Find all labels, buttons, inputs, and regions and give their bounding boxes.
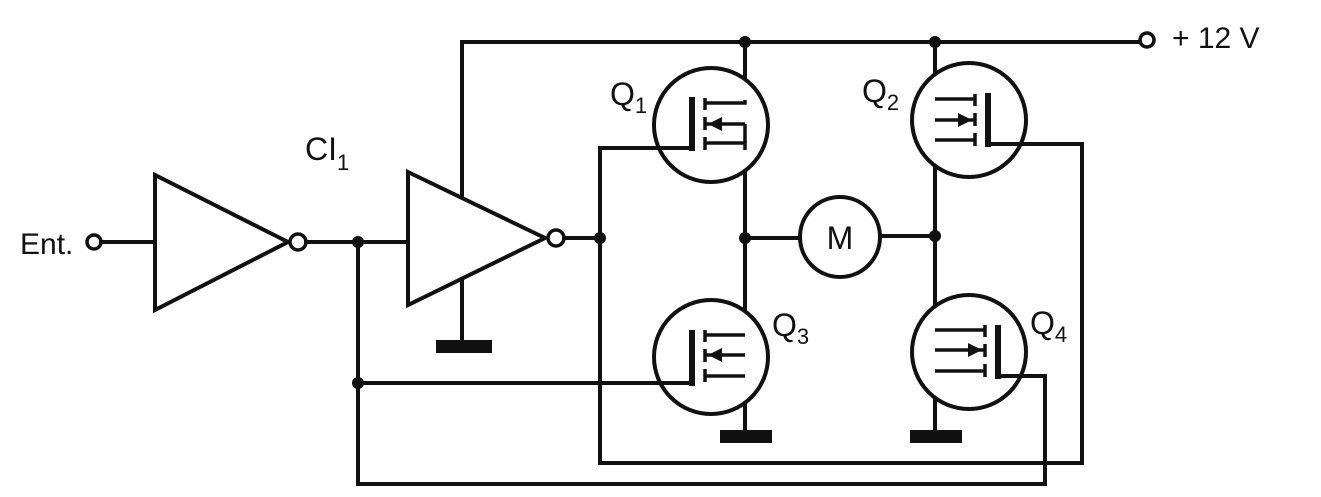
input-terminal[interactable] xyxy=(85,233,103,251)
ic-label: CI1 xyxy=(305,131,349,175)
q2-arrow xyxy=(958,113,972,127)
transistor-q2: Q2 xyxy=(862,61,1028,179)
input-label: Ent. xyxy=(20,228,73,261)
transistor-q3: Q3 xyxy=(652,298,809,416)
input-stage: Ent. xyxy=(20,228,157,261)
q3-label: Q3 xyxy=(772,307,809,349)
inverter-2-ground xyxy=(436,340,492,353)
q4-arrow xyxy=(968,343,982,357)
q4-label: Q4 xyxy=(1030,305,1067,347)
q3-body xyxy=(652,298,770,416)
transistor-q4: Q4 xyxy=(910,293,1067,411)
supply-terminal[interactable] xyxy=(1138,31,1156,49)
q2-gate-wire xyxy=(598,142,1084,465)
inverter-2 xyxy=(406,40,566,353)
supply-rail: + 12 V xyxy=(460,22,1260,55)
q2-label: Q2 xyxy=(862,73,899,115)
q1-gate-wire xyxy=(598,146,694,465)
q4-gate-wire xyxy=(356,240,1047,486)
inverter-1-bubble xyxy=(288,232,308,252)
motor: M xyxy=(743,195,937,279)
ground-q3 xyxy=(720,430,772,443)
q1-drain xyxy=(705,100,747,105)
transistor-q1: Q1 xyxy=(610,66,770,184)
inverter-1-triangle xyxy=(153,171,293,314)
inverter-2-bubble xyxy=(546,228,566,248)
motor-label: M xyxy=(827,220,854,256)
motor-circle xyxy=(798,195,882,279)
q3-arrow xyxy=(708,348,722,362)
inverter-2-triangle xyxy=(406,168,550,309)
ground-q4 xyxy=(910,430,962,443)
inverter-1 xyxy=(153,171,308,314)
q1-arrow xyxy=(708,117,722,131)
supply-label: + 12 V xyxy=(1172,22,1260,55)
q1-label: Q1 xyxy=(610,76,647,118)
